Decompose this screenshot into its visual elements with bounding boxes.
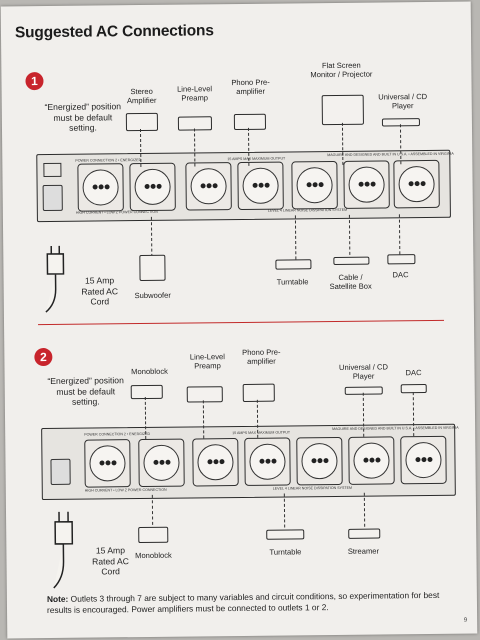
connector-line [363, 492, 366, 527]
strip2-noise-text: LEVEL 4 LINEAR NOISE DISSIPATION SYSTEM [272, 485, 353, 491]
dac-icon [387, 254, 416, 265]
connector-line [193, 128, 196, 167]
strip1-outlet-label: POWER CONNECTION 2 • ENERGIZED [75, 158, 142, 163]
outlet-1 [77, 163, 124, 212]
s2-dac-label: DAC [405, 368, 422, 378]
iec-inlet-icon [42, 184, 63, 212]
note-text: Outlets 3 through 7 are subject to many … [46, 589, 440, 616]
connector-line [283, 493, 286, 528]
s1-ac-cord-label: 15 Amp Rated AC Cord [81, 275, 119, 307]
stereo-amplifier-icon [125, 112, 159, 132]
note-label: Note: [46, 593, 69, 605]
s1-turntable-label: Turntable [276, 277, 309, 287]
s2-turntable-label: Turntable [269, 547, 302, 557]
strip1-center-label: 15 AMPS MAX MAXIMUM OUTPUT [227, 156, 286, 162]
connector-line [398, 214, 401, 255]
phono-preamp-icon [242, 383, 275, 402]
power-switch-icon [43, 162, 62, 178]
s2-line-level-preamp-label: Line-Level Preamp [189, 352, 225, 371]
s1-line-level-preamp-label: Line-Level Preamp [177, 84, 213, 103]
monoblock-icon [138, 526, 169, 544]
connector-line [294, 215, 297, 260]
section-divider [38, 319, 445, 326]
connector-line [151, 494, 154, 525]
outlet-1 [84, 439, 131, 488]
strip2-center-label: 15 AMPS MAX MAXIMUM OUTPUT [232, 430, 291, 436]
note-paragraph: Note: Outlets 3 through 7 are subject to… [47, 590, 447, 616]
subwoofer-icon [139, 254, 166, 282]
outlet-2 [129, 162, 176, 212]
preamp-icon [186, 386, 223, 403]
s1-flat-screen-label: Flat Screen Monitor / Projector [310, 60, 373, 80]
connector-line [256, 399, 259, 438]
strip1-top-right-text: MAGUIRE AND DESIGNED AND BUILT IN U.S.A.… [327, 151, 454, 158]
connector-line [202, 400, 205, 439]
outlet-4 [244, 437, 291, 486]
page-title: Suggested AC Connections [14, 22, 214, 42]
page-number: 9 [463, 617, 468, 624]
outlet-6 [348, 436, 395, 485]
phono-preamp-icon [233, 113, 267, 131]
connector-line [341, 122, 344, 165]
s1-cd-player-label: Universal / CD Player [378, 92, 428, 111]
connector-line [144, 396, 147, 439]
section-2-badge: 2 [34, 347, 53, 367]
iec-inlet-icon [50, 458, 71, 485]
section-1-badge: 1 [25, 72, 44, 91]
outlet-3 [192, 438, 239, 487]
section-2-energized-note: “Energized” position must be default set… [47, 375, 124, 407]
outlet-3 [185, 162, 232, 211]
monoblock-icon [130, 384, 163, 400]
power-strip-1: POWER CONNECTION 2 • ENERGIZED 15 AMPS M… [36, 149, 454, 223]
s2-cd-player-label: Universal / CD Player [338, 362, 389, 381]
strip2-high-current-text: HIGH CURRENT • LOW Z POWER CONNECTION [84, 487, 167, 493]
s1-phono-preamp-label: Phono Pre-amplifier [231, 77, 270, 97]
strip2-top-right-text: MAGUIRE AND DESIGNED AND BUILT IN U.S.A.… [332, 425, 459, 432]
outlet-7 [393, 159, 440, 209]
connector-line [412, 392, 415, 437]
ac-cord-icon [45, 245, 65, 313]
s1-dac-label: DAC [392, 270, 409, 280]
connector-line [247, 127, 250, 166]
connector-line [348, 214, 351, 255]
s1-stereo-amplifier-label: Stereo Amplifier [126, 86, 157, 106]
monitor-icon [321, 94, 364, 126]
cable-box-icon [333, 256, 370, 266]
outlet-7 [400, 435, 447, 485]
s1-subwoofer-label: Subwoofer [134, 290, 171, 301]
strip2-outlet-label: POWER CONNECTION 2 • ENERGIZED [84, 431, 151, 437]
s2-ac-cord-label: 15 Amp Rated AC Cord [92, 545, 129, 577]
connector-line [150, 216, 153, 257]
section-1-energized-note: “Energized” position must be default set… [44, 101, 122, 133]
connector-line [362, 392, 365, 437]
s2-phono-preamp-label: Phono Pre-amplifier [242, 347, 281, 366]
turntable-icon [275, 259, 312, 270]
s2-monoblock-label: Monoblock [131, 366, 168, 377]
s2-monoblock-label-bottom: Monoblock [135, 550, 172, 561]
outlet-5 [291, 160, 338, 210]
outlet-4 [237, 161, 284, 211]
power-strip-2: POWER CONNECTION 2 • ENERGIZED 15 AMPS M… [41, 423, 459, 501]
outlet-2 [138, 438, 185, 488]
connector-line [139, 129, 142, 168]
turntable-icon [266, 529, 305, 540]
ac-cord-icon [53, 511, 74, 589]
s1-cable-box-label: Cable / Satellite Box [329, 272, 372, 292]
outlet-6 [343, 160, 390, 209]
outlet-5 [296, 436, 343, 486]
s2-streamer-label: Streamer [347, 546, 380, 556]
connector-line [399, 124, 402, 165]
streamer-icon [348, 528, 381, 539]
